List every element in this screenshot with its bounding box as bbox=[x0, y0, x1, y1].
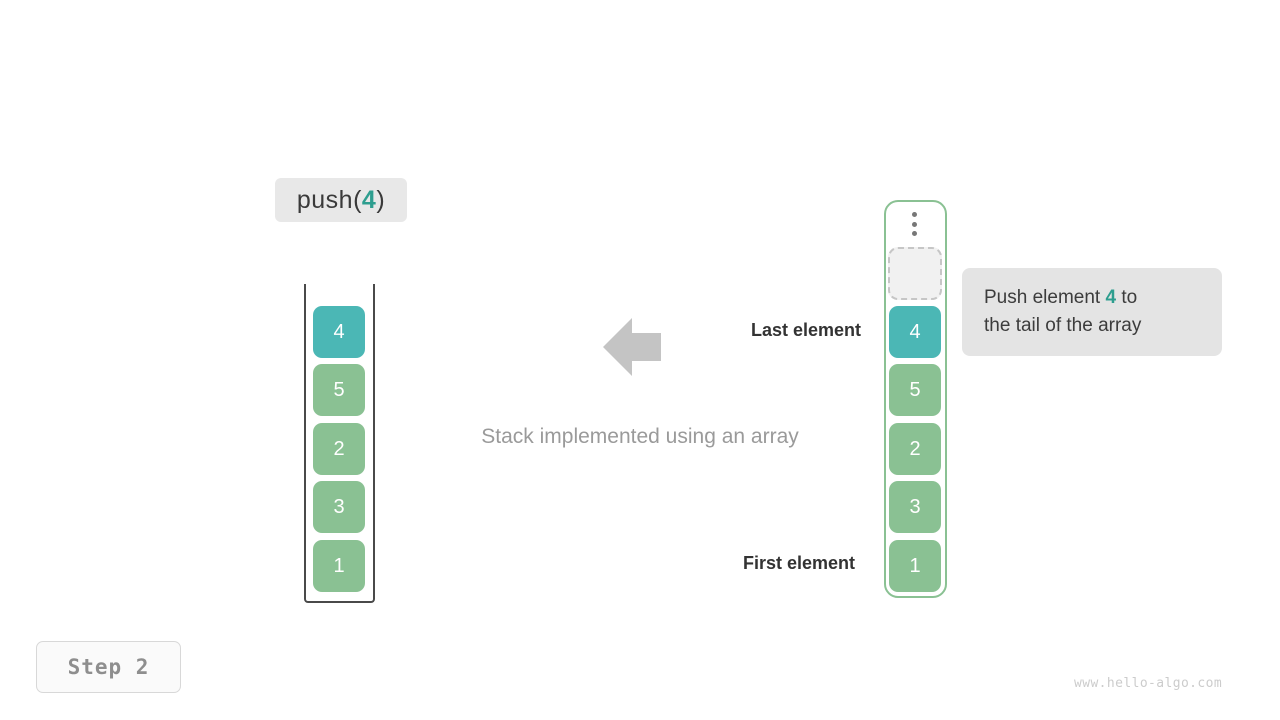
ellipsis-dot bbox=[911, 231, 917, 236]
stack-cell: 3 bbox=[313, 481, 365, 533]
ellipsis-dot bbox=[911, 212, 917, 217]
tooltip-line2: the tail of the array bbox=[984, 315, 1142, 336]
left-arrow-icon bbox=[603, 318, 661, 376]
ellipsis-dot bbox=[911, 221, 917, 227]
operation-chip: push(4) bbox=[275, 178, 407, 222]
stack-cell: 1 bbox=[313, 540, 365, 592]
stack-cell: 4 bbox=[313, 306, 365, 358]
tooltip-line1-prefix: Push element bbox=[984, 287, 1106, 308]
operation-text: push(4) bbox=[297, 186, 385, 215]
stack-cell: 5 bbox=[313, 364, 365, 416]
operation-suffix: ) bbox=[376, 185, 386, 214]
array-container bbox=[884, 200, 947, 598]
tooltip-text: Push element 4 to the tail of the array bbox=[984, 284, 1200, 340]
stack-cell: 2 bbox=[313, 423, 365, 475]
tooltip-line1-suffix: to bbox=[1116, 287, 1138, 308]
explanation-tooltip: Push element 4 to the tail of the array bbox=[962, 268, 1222, 356]
operation-prefix: push( bbox=[296, 185, 362, 214]
stack-container bbox=[304, 284, 375, 603]
tooltip-argument: 4 bbox=[1105, 287, 1117, 308]
array-cell: 3 bbox=[889, 481, 941, 533]
array-cell: 5 bbox=[889, 364, 941, 416]
array-cell: 1 bbox=[889, 540, 941, 592]
vertical-ellipsis-icon bbox=[911, 212, 917, 236]
array-cell: 4 bbox=[889, 306, 941, 358]
step-label: Step 2 bbox=[67, 655, 150, 679]
step-badge: Step 2 bbox=[36, 641, 181, 693]
array-empty-slot bbox=[888, 247, 942, 300]
first-element-label: First element bbox=[742, 553, 855, 573]
last-element-label: Last element bbox=[750, 320, 861, 340]
array-cell: 2 bbox=[889, 423, 941, 475]
watermark: www.hello-algo.com bbox=[1074, 676, 1223, 691]
diagram-caption: Stack implemented using an array bbox=[481, 425, 799, 448]
operation-argument: 4 bbox=[361, 185, 377, 214]
